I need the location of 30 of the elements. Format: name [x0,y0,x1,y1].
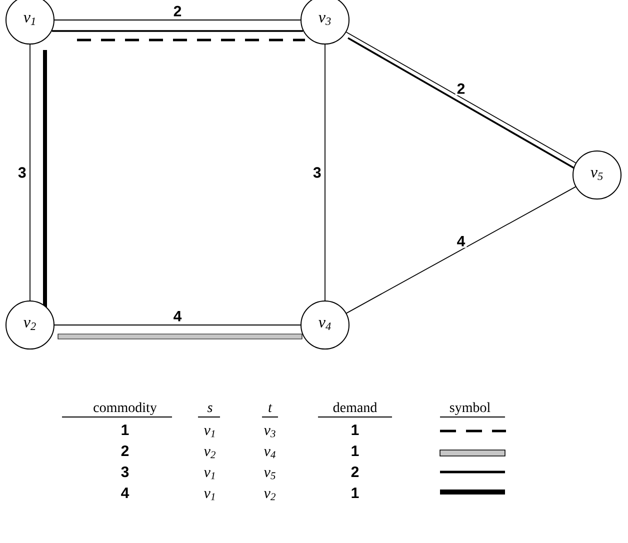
table-cell: v$_{2}$ [264,491,276,500]
column-header: demand [333,402,377,412]
table-cell: 2 [121,446,129,456]
graph-edge [54,324,301,326]
table-cell: v$_{5}$ [264,470,276,480]
capacity-label: 2 [455,82,467,96]
graph-edge [324,44,326,301]
capacity-label: 4 [172,309,184,323]
column-header: s [207,405,212,412]
table-cell: v$_{4}$ [264,449,276,458]
column-header: commodity [94,402,157,416]
table-cell: 2 [351,466,359,477]
table-cell: 1 [352,424,359,435]
table-cell: 1 [352,488,359,498]
column-header: t [268,404,272,412]
capacity-label: 2 [172,4,184,18]
graph-edge [346,186,576,314]
table-cell: 1 [122,424,129,435]
table-cell: 3 [121,466,129,478]
table-cell: 1 [352,446,359,456]
column-header: symbol [450,402,490,416]
table-cell: 4 [121,488,130,498]
table-cell: v$_{1}$ [204,491,215,500]
capacity-label: 3 [16,166,28,180]
capacity-label: 3 [311,166,323,180]
table-cell: v$_{2}$ [204,449,216,458]
table-cell: v$_{3}$ [264,428,276,438]
table-cell: v$_{1}$ [204,470,215,480]
capacity-label: 4 [455,234,467,248]
table-cell: v$_{1}$ [204,428,215,438]
